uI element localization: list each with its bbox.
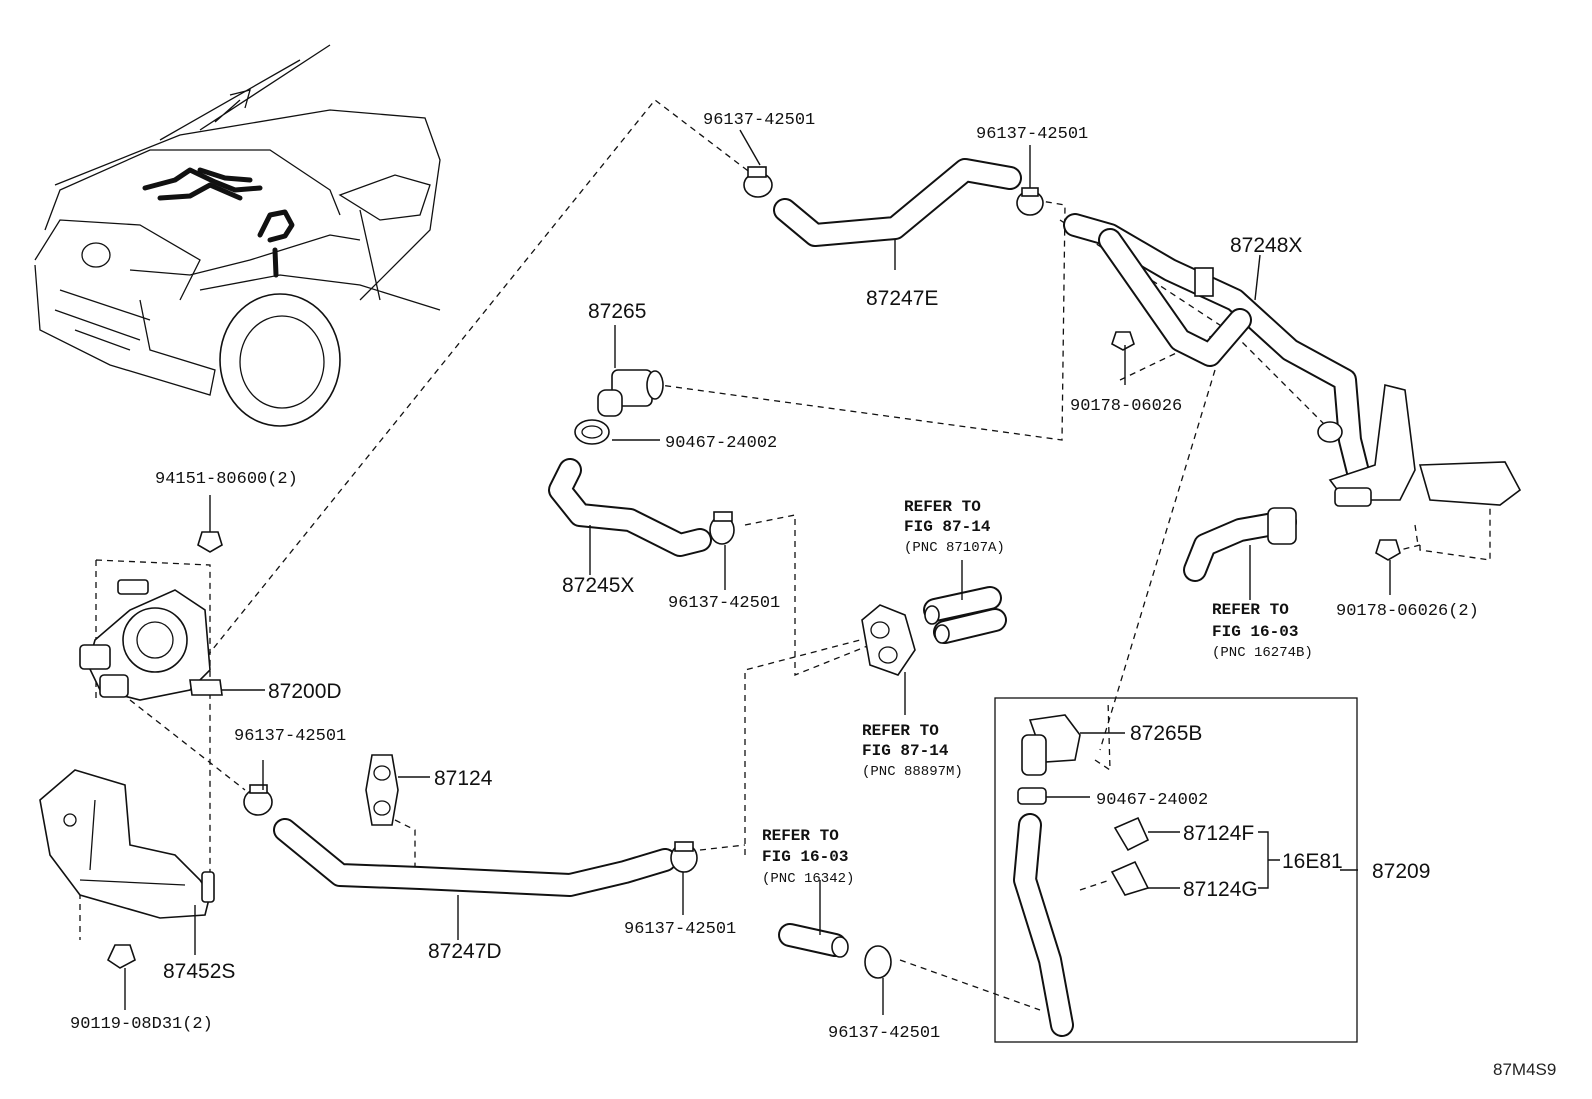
label-valve-87265: 87265 — [588, 300, 646, 323]
nut-94151 — [197, 531, 223, 553]
cover-87452s — [39, 769, 215, 919]
pipe-16342 — [778, 923, 849, 958]
clip-87124f — [1113, 816, 1150, 852]
clamp-top-right — [1016, 187, 1044, 216]
clamp-bottom-mid — [670, 841, 698, 873]
label-clamp-top-right: 96137-42501 — [976, 125, 1088, 144]
clamp-bottom — [864, 945, 892, 979]
elbow-16274b — [1183, 507, 1297, 582]
nut-90178-right — [1375, 539, 1401, 561]
ref1-line1: REFER TO — [904, 498, 981, 516]
label-hose-87247e: 87247E — [866, 287, 938, 310]
label-pipe-87248x: 87248X — [1230, 234, 1302, 257]
ref3-line1: REFER TO — [862, 722, 939, 740]
water-pump-87200d — [79, 579, 223, 701]
clamp-90467-top — [574, 419, 610, 445]
ref3-pnc: (PNC 88897M) — [862, 764, 963, 780]
clamp-mid — [709, 511, 735, 545]
solid-leader-lines — [124, 129, 1391, 1015]
clamp-90467-box — [1017, 787, 1047, 805]
hose-87245x — [548, 458, 712, 557]
ref2-line1: REFER TO — [1212, 601, 1289, 619]
label-clamp-90467-top: 90467-24002 — [665, 434, 777, 453]
hose-87247e — [773, 158, 1022, 247]
ref2-line2: FIG 16-03 — [1212, 623, 1298, 641]
label-clamp-left-low: 96137-42501 — [234, 727, 346, 746]
ref4-pnc: (PNC 16342) — [762, 871, 854, 887]
vehicle-illustration — [34, 44, 441, 427]
ref1-line2: FIG 87-14 — [904, 518, 991, 536]
bolt-90119 — [106, 944, 136, 969]
clip-87124g — [1110, 860, 1150, 896]
label-hose-87245x: 87245X — [562, 574, 634, 597]
ref2-pnc: (PNC 16274B) — [1212, 645, 1313, 661]
bracket-87124 — [365, 754, 399, 826]
hose-87247d — [273, 818, 677, 897]
nut-90178-top — [1111, 331, 1135, 351]
ref1-pnc: (PNC 87107A) — [904, 540, 1005, 556]
label-cover-87452s: 87452S — [163, 960, 235, 983]
label-clamp-90467-box: 90467-24002 — [1096, 791, 1208, 810]
ref-note-87107a: REFER TO FIG 87-14 (PNC 87107A) — [904, 498, 1005, 556]
label-clamp-bottom-mid: 96137-42501 — [624, 920, 736, 939]
hose-87209 — [1013, 813, 1074, 1037]
ref-note-16342: REFER TO FIG 16-03 (PNC 16342) — [762, 827, 854, 887]
valve-87265 — [597, 369, 664, 417]
ref-note-16274b: REFER TO FIG 16-03 (PNC 16274B) — [1212, 601, 1313, 661]
label-nut-90178-right: 90178-06026(2) — [1336, 602, 1479, 621]
label-bolt-90119: 90119-08D31(2) — [70, 1015, 213, 1034]
label-nut-94151: 94151-80600(2) — [155, 470, 298, 489]
label-clip-87124g: 87124G — [1183, 878, 1258, 901]
label-bracket-87124: 87124 — [434, 767, 493, 790]
clamp-left-low — [243, 784, 273, 816]
grommet-88897m — [861, 604, 916, 676]
label-clamp-top-left: 96137-42501 — [703, 111, 815, 130]
heater-pipes-87107a — [923, 586, 1007, 644]
label-pump-87200d: 87200D — [268, 680, 342, 703]
label-clip-87124f: 87124F — [1183, 822, 1254, 845]
label-kit-16e81: 16E81 — [1282, 850, 1343, 873]
label-kit-87209: 87209 — [1372, 860, 1430, 883]
label-clamp-bottom: 96137-42501 — [828, 1024, 940, 1043]
clamp-top-left — [743, 166, 773, 198]
label-clamp-mid: 96137-42501 — [668, 594, 780, 613]
label-nut-90178-top: 90178-06026 — [1070, 397, 1182, 416]
ref-note-88897m: REFER TO FIG 87-14 (PNC 88897M) — [862, 722, 963, 780]
label-hose-87247d: 87247D — [428, 940, 502, 963]
ref3-line2: FIG 87-14 — [862, 742, 949, 760]
diagram-code: 87M4S9 — [1493, 1060, 1556, 1079]
label-valve-87265b: 87265B — [1130, 722, 1202, 745]
ref4-line2: FIG 16-03 — [762, 848, 848, 866]
part-labels: 96137-42501 96137-42501 87247E 87248X 87… — [70, 111, 1479, 1043]
ref4-line1: REFER TO — [762, 827, 839, 845]
valve-87265b — [1021, 714, 1081, 776]
pipe-87248x — [1063, 213, 1522, 507]
